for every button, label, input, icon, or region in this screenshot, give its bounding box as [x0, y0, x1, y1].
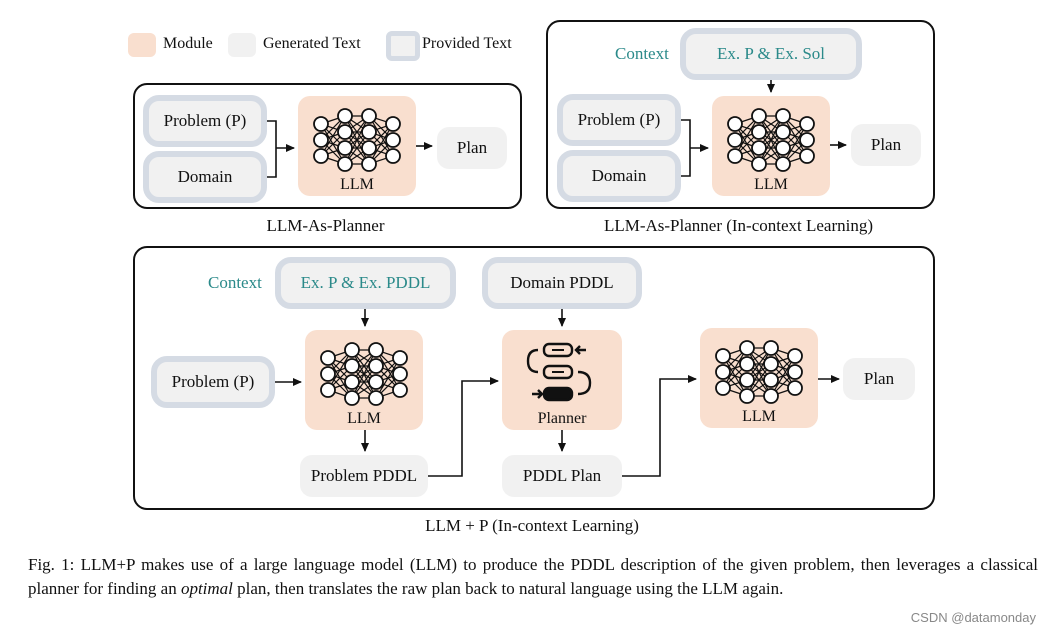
figure-caption: Fig. 1: LLM+P makes use of a large langu… [28, 553, 1038, 601]
llm-label: LLM [347, 410, 381, 427]
plan-box: Plan [437, 127, 507, 169]
neural-network-icon [320, 342, 408, 406]
caption-emphasis: optimal [180, 579, 233, 598]
llm-label: LLM [742, 408, 776, 425]
context-label: Context [208, 273, 262, 292]
domain-box: Domain [143, 151, 267, 203]
planner-label: Planner [537, 410, 587, 427]
domain-box: Domain [557, 150, 681, 202]
pddl-plan-box: PDDL Plan [502, 455, 622, 497]
neural-network-icon [715, 340, 803, 404]
plan-box: Plan [843, 358, 915, 400]
llm-module: LLM [712, 96, 830, 196]
panel3-caption: LLM + P (In-context Learning) [425, 516, 639, 535]
planner-module: Planner [502, 330, 622, 430]
problem-box: Problem (P) [151, 356, 275, 408]
llm-module: LLM [700, 328, 818, 428]
plan-box: Plan [851, 124, 921, 166]
problem-pddl-box: Problem PDDL [300, 455, 428, 497]
legend-module-label: Module [163, 35, 213, 52]
domain-pddl-box: Domain PDDL [482, 257, 642, 309]
llm-label: LLM [754, 176, 788, 193]
watermark: CSDN @datamonday [910, 610, 1036, 625]
panel2-caption: LLM-As-Planner (In-context Learning) [603, 216, 874, 235]
problem-box: Problem (P) [143, 95, 267, 147]
neural-network-icon [727, 108, 815, 172]
neural-network-icon [313, 108, 401, 172]
context-box: Ex. P & Ex. PDDL [275, 257, 456, 309]
legend-module-swatch [128, 33, 156, 57]
llm-module: LLM [298, 96, 416, 196]
legend-provided-swatch [386, 31, 420, 61]
legend-generated-label: Generated Text [263, 35, 361, 52]
llm-module: LLM [305, 330, 423, 430]
context-box: Ex. P & Ex. Sol [680, 28, 862, 80]
planner-icon [526, 342, 592, 402]
llm-label: LLM [340, 176, 374, 193]
legend-provided-label: Provided Text [422, 35, 512, 52]
panel1-caption: LLM-As-Planner [266, 216, 385, 235]
problem-box: Problem (P) [557, 94, 681, 146]
caption-prefix: Fig. 1: LLM+P makes use of a large langu… [28, 555, 1038, 598]
caption-suffix: plan, then translates the raw plan back … [232, 579, 784, 598]
context-label: Context [615, 44, 669, 63]
legend-generated-swatch [228, 33, 256, 57]
